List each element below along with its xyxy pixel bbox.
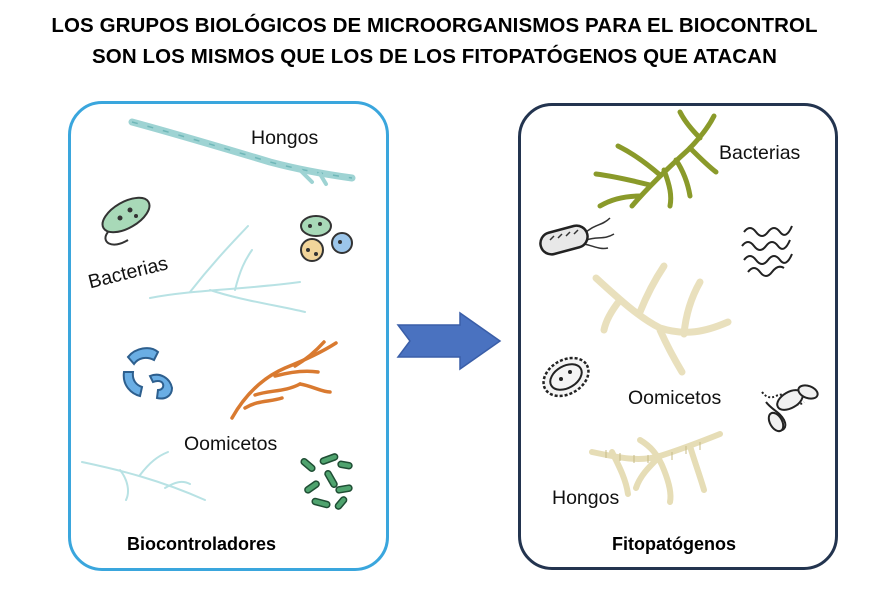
biocontrol-panel: [68, 101, 389, 571]
green-bacterium-icon: [101, 196, 151, 246]
title-line-1: LOS GRUPOS BIOLÓGICOS DE MICROORGANISMOS…: [51, 14, 818, 37]
faint-mycelium-bottom-icon: [81, 451, 206, 501]
orange-oomycete-icon: [230, 340, 338, 420]
hyphae-septa: [605, 442, 701, 463]
cocci-cluster-icon: [300, 215, 353, 262]
right-label-bacteria: Bacterias: [719, 142, 801, 164]
olive-branching-icon: [593, 109, 719, 209]
fungal-hypha-icon: [128, 118, 356, 186]
right-arrow-icon: [396, 311, 502, 371]
blue-curved-bacteria-icon: [122, 347, 174, 400]
spiky-bacterium-icon: [542, 356, 590, 398]
faint-mycelium-icon: [149, 225, 306, 313]
left-panel-caption: Biocontroladores: [127, 534, 277, 554]
green-rod-bacteria-icon: [300, 453, 353, 510]
right-label-oomycetes: Oomicetos: [628, 387, 722, 409]
spiral-bacteria-icon: [741, 225, 793, 277]
title-line-2: SON LOS MISMOS QUE LOS DE LOS FITOPATÓGE…: [92, 45, 777, 68]
beige-fungal-hyphae-icon: [589, 431, 723, 505]
rod-bacterium-flagella-icon: [539, 217, 615, 256]
left-label-oomycetes: Oomicetos: [184, 433, 278, 455]
right-panel-caption: Fitopatógenos: [612, 534, 736, 554]
left-label-fungi: Hongos: [251, 127, 319, 149]
spiky-bacteria-cluster-icon: [761, 384, 819, 433]
right-label-fungi: Hongos: [552, 487, 620, 509]
pathogen-panel: [518, 103, 838, 570]
beige-oomycete-icon: [592, 262, 732, 376]
